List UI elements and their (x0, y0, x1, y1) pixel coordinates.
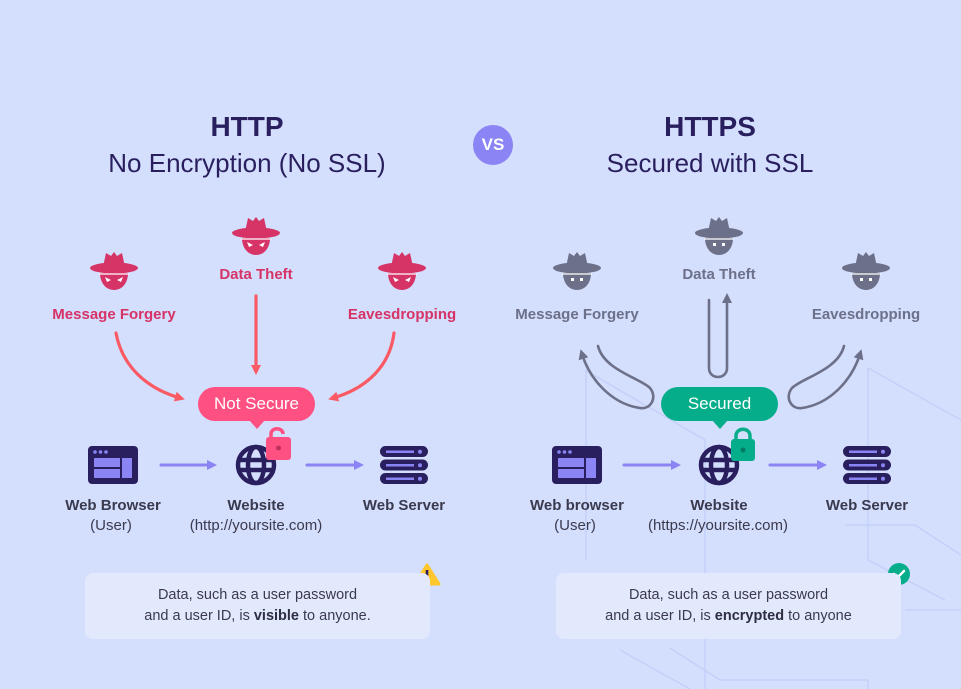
hacker-icon (842, 252, 890, 290)
hacker-icon (90, 252, 138, 290)
note-text: to anyone. (299, 608, 371, 624)
node-label: Website (690, 497, 748, 514)
note-line-2: and a user ID, is visible to anyone. (85, 606, 430, 627)
hacker-icon (553, 252, 601, 290)
vs-badge: VS (473, 125, 513, 165)
http-title: HTTP (210, 111, 284, 142)
node-label: Web browser (530, 497, 624, 514)
unlocked-padlock-icon (266, 427, 291, 460)
note-emphasis: visible (253, 608, 299, 624)
threat-label: Eavesdropping (811, 306, 921, 323)
node-sublabel: (http://yoursite.com) (189, 517, 323, 534)
node-label: Web Server (362, 497, 446, 514)
note-line-1: Data, such as a user password (628, 587, 829, 603)
https-note: Data, such as a user password and a user… (556, 573, 901, 639)
threat-label: Eavesdropping (347, 306, 457, 323)
locked-padlock-icon (731, 427, 755, 461)
https-title: HTTPS (664, 111, 756, 142)
node-label: Web Browser (65, 497, 161, 514)
browser-window-icon (88, 446, 138, 484)
server-stack-icon (380, 446, 428, 484)
https-subtitle: Secured with SSL (606, 148, 814, 178)
node-label: Web Server (825, 497, 909, 514)
node-sublabel: (User) (554, 517, 596, 534)
note-text: and a user ID, is (144, 608, 254, 624)
node-label: Website (227, 497, 285, 514)
http-subtitle: No Encryption (No SSL) (108, 148, 386, 178)
not-secure-badge: Not Secure (198, 387, 315, 429)
node-sublabel: (https://yoursite.com) (647, 517, 789, 534)
browser-window-icon (552, 446, 602, 484)
forgery-blocked-arrow (578, 344, 655, 410)
threat-label: Data Theft (682, 266, 756, 283)
forgery-arrow (114, 331, 185, 402)
hacker-icon (695, 217, 743, 255)
note-text: to anyone (784, 608, 852, 624)
http-note: Data, such as a user password and a user… (85, 573, 430, 639)
eavesdrop-arrow (328, 331, 396, 402)
threat-label: Message Forgery (515, 306, 639, 323)
note-line-2: and a user ID, is encrypted to anyone (556, 606, 901, 627)
eavesdrop-blocked-arrow (787, 344, 864, 410)
note-emphasis: encrypted (714, 608, 785, 624)
threat-label: Data Theft (219, 266, 293, 283)
note-line-1: Data, such as a user password (157, 587, 358, 603)
server-stack-icon (843, 446, 891, 484)
hacker-icon (232, 217, 280, 255)
hacker-icon (378, 252, 426, 290)
note-text: and a user ID, is (605, 608, 715, 624)
secured-badge: Secured (661, 387, 778, 429)
theft-blocked-arrow (707, 293, 732, 379)
node-sublabel: (User) (90, 517, 132, 534)
threat-label: Message Forgery (52, 306, 176, 323)
